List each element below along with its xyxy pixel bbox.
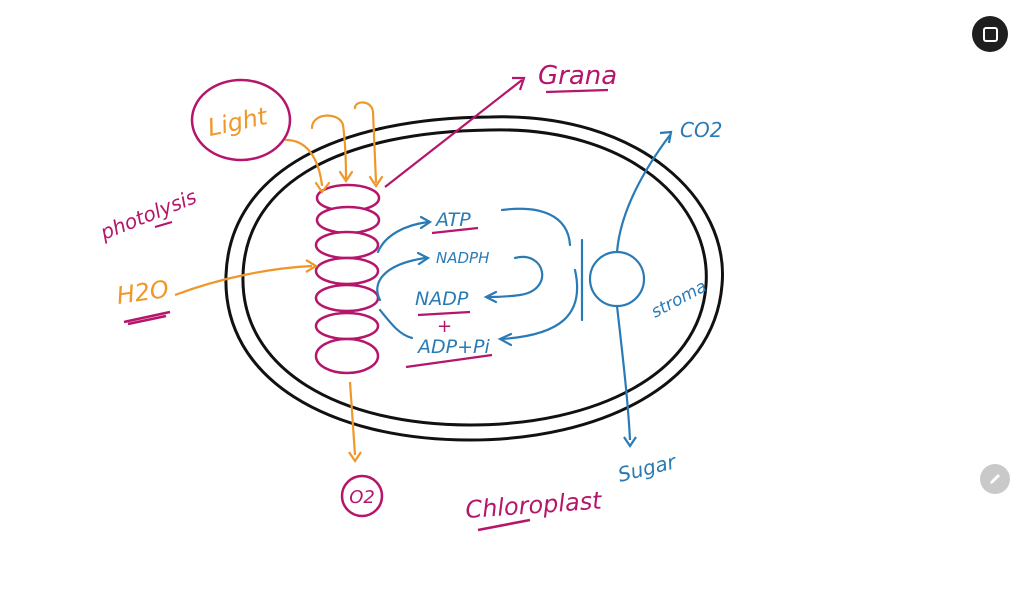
inner-membrane bbox=[241, 128, 708, 427]
chloroplast-underline bbox=[477, 518, 531, 532]
chloroplast-membrane bbox=[224, 115, 724, 442]
h2o-arrowhead bbox=[305, 259, 319, 273]
h2o-label: H2O bbox=[115, 275, 171, 310]
co2-label: CO2 bbox=[680, 118, 722, 142]
grana-arrowhead bbox=[512, 76, 526, 91]
o2-label: O2 bbox=[349, 487, 375, 508]
light-label: Light bbox=[205, 102, 271, 142]
o2-arrowhead bbox=[348, 451, 362, 463]
adp-pi-label: ADP+Pi bbox=[416, 336, 490, 358]
nadph-label: NADPH bbox=[436, 249, 489, 267]
co2-arrow bbox=[615, 134, 671, 253]
photolysis-label: photolysis bbox=[96, 184, 200, 245]
h2o-arrow bbox=[174, 264, 313, 297]
pencil-icon bbox=[990, 474, 1000, 484]
adp-pi-underline bbox=[405, 353, 493, 369]
light-arrows bbox=[284, 101, 384, 194]
o2-arrow bbox=[348, 381, 357, 456]
h2o-underline bbox=[123, 310, 171, 326]
nadp-underline bbox=[417, 310, 471, 317]
atp-label: ATP bbox=[434, 209, 471, 231]
atp-underline bbox=[431, 226, 479, 235]
grana-stack bbox=[314, 183, 381, 375]
grana-underline bbox=[545, 88, 609, 94]
grana-label: Grana bbox=[538, 61, 617, 91]
grana-pointer bbox=[384, 79, 523, 188]
pencil-button[interactable] bbox=[980, 464, 1010, 494]
nadp-label: NADP bbox=[415, 288, 469, 310]
outer-membrane bbox=[224, 115, 724, 442]
sugar-arrow bbox=[615, 305, 632, 441]
expand-icon bbox=[982, 26, 998, 42]
co2-arrowhead bbox=[659, 130, 673, 144]
sugar-arrowhead bbox=[623, 436, 637, 448]
expand-button[interactable] bbox=[972, 16, 1008, 52]
chloroplast-label: Chloroplast bbox=[464, 486, 604, 524]
calvin-cycle-circle bbox=[588, 250, 646, 308]
plus-sign: + bbox=[437, 316, 452, 337]
light-bubble bbox=[190, 78, 292, 162]
light-reaction-arrows bbox=[376, 207, 584, 347]
photolysis-underline bbox=[154, 220, 173, 229]
sugar-label: Sugar bbox=[615, 449, 679, 487]
o2-bubble bbox=[340, 474, 384, 518]
